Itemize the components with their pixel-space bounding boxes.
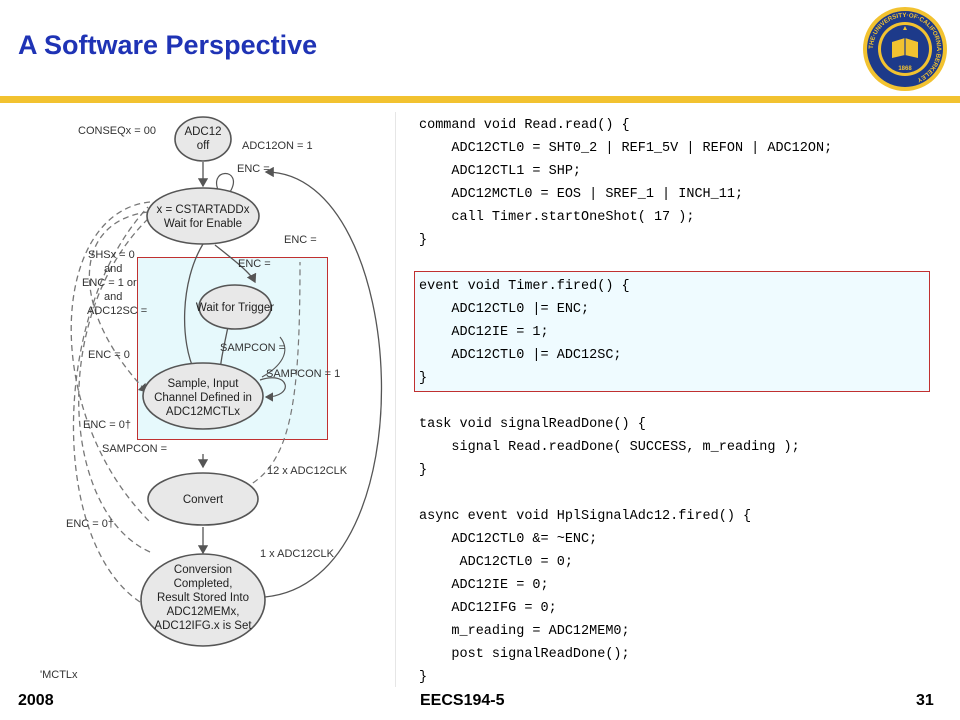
footer-year: 2008 [18, 692, 54, 709]
label-adc12sc: ADC12SC = [87, 305, 147, 317]
seal-year: 1868 [898, 66, 912, 72]
state-sample-line1: Sample, Input [168, 378, 240, 390]
state-wait-trigger: Wait for Trigger [196, 302, 274, 314]
label-adc12on: ADC12ON = 1 [242, 140, 313, 152]
state-complete-line1: Conversion [174, 564, 232, 576]
code-line: m_reading = ADC12MEM0; [419, 624, 630, 639]
code-line: ADC12IFG = 0; [419, 601, 557, 616]
slide-title: A Software Perspective [18, 30, 318, 60]
code-line: task void signalReadDone() { [419, 417, 646, 432]
code-line: command void Read.read() { [419, 118, 630, 133]
label-clk1: 1 x ADC12CLK [260, 548, 335, 560]
label-shs: SHSx = 0 [88, 249, 135, 261]
label-enc-inner: ENC = [238, 258, 271, 270]
label-clk12: 12 x ADC12CLK [267, 465, 348, 477]
state-wait-enable-line1: x = CSTARTADDx [157, 204, 250, 216]
label-mctl: 'MCTLx [40, 669, 78, 681]
code-line: } [419, 233, 428, 248]
column-divider [395, 112, 396, 687]
university-seal-icon: THE·UNIVERSITY·OF·CALIFORNIA·BERKELEY 18… [863, 7, 947, 91]
label-and1: and [104, 263, 122, 275]
label-enc1: ENC = 1 or [82, 277, 137, 289]
state-complete-line5: ADC12IFG.x is Set [154, 620, 252, 632]
state-diagram: ADC12 off x = CSTARTADDx Wait for Enable… [40, 116, 383, 681]
code-highlight-box [414, 271, 930, 392]
code-line: ADC12CTL0 &= ~ENC; [419, 532, 598, 547]
label-conseq: CONSEQx = 00 [78, 125, 156, 137]
accent-bar [0, 96, 960, 103]
code-line: event void Timer.fired() { [419, 279, 630, 294]
label-and2: and [104, 291, 122, 303]
code-line [419, 390, 934, 413]
code-line: ADC12CTL0 |= ENC; [419, 302, 590, 317]
footer-page-number: 31 [916, 692, 934, 709]
code-line: ADC12CTL0 = SHT0_2 | REF1_5V | REFON | A… [419, 141, 833, 156]
code-line [419, 252, 934, 275]
label-enc-off-top: ENC = [237, 163, 270, 175]
state-complete-line2: Completed, [174, 578, 233, 590]
state-complete-line3: Result Stored Into [157, 592, 249, 604]
state-sample-line2: Channel Defined in [154, 392, 252, 404]
code-line: ADC12CTL0 |= ADC12SC; [419, 348, 622, 363]
state-sample-line3: ADC12MCTLx [166, 406, 240, 418]
footer-course: EECS194-5 [420, 692, 505, 709]
state-convert: Convert [183, 494, 224, 506]
label-sampcon-c: SAMPCON = [102, 443, 167, 455]
state-off-line1: ADC12 [184, 126, 221, 138]
code-line: ADC12MCTL0 = EOS | SREF_1 | INCH_11; [419, 187, 744, 202]
code-line: ADC12IE = 1; [419, 325, 549, 340]
code-line: async event void HplSignalAdc12.fired() … [419, 509, 752, 524]
code-line: signal Read.readDone( SUCCESS, m_reading… [419, 440, 800, 455]
label-sampcon-b: SAMPCON = 1 [266, 368, 340, 380]
state-complete-line4: ADC12MEMx, [167, 606, 240, 618]
label-enc0-a: ENC = 0 [88, 349, 130, 361]
state-off-line2: off [197, 140, 210, 152]
code-line: } [419, 463, 428, 478]
code-line: } [419, 371, 428, 386]
label-enc0-b: ENC = 0† [83, 419, 131, 431]
label-sampcon-a: SAMPCON = [220, 342, 285, 354]
code-line [419, 482, 934, 505]
code-line: ADC12IE = 0; [419, 578, 549, 593]
label-enc0-c: ENC = 0† [66, 518, 114, 530]
code-line: ADC12CTL1 = SHP; [419, 164, 582, 179]
code-line: ADC12CTL0 = 0; [419, 555, 573, 570]
code-line: call Timer.startOneShot( 17 ); [419, 210, 695, 225]
code-line: post signalReadDone(); [419, 647, 630, 662]
state-wait-enable-line2: Wait for Enable [164, 218, 242, 230]
code-block: command void Read.read() { ADC12CTL0 = S… [419, 114, 934, 689]
code-line: } [419, 670, 428, 685]
label-enc-right: ENC = [284, 234, 317, 246]
